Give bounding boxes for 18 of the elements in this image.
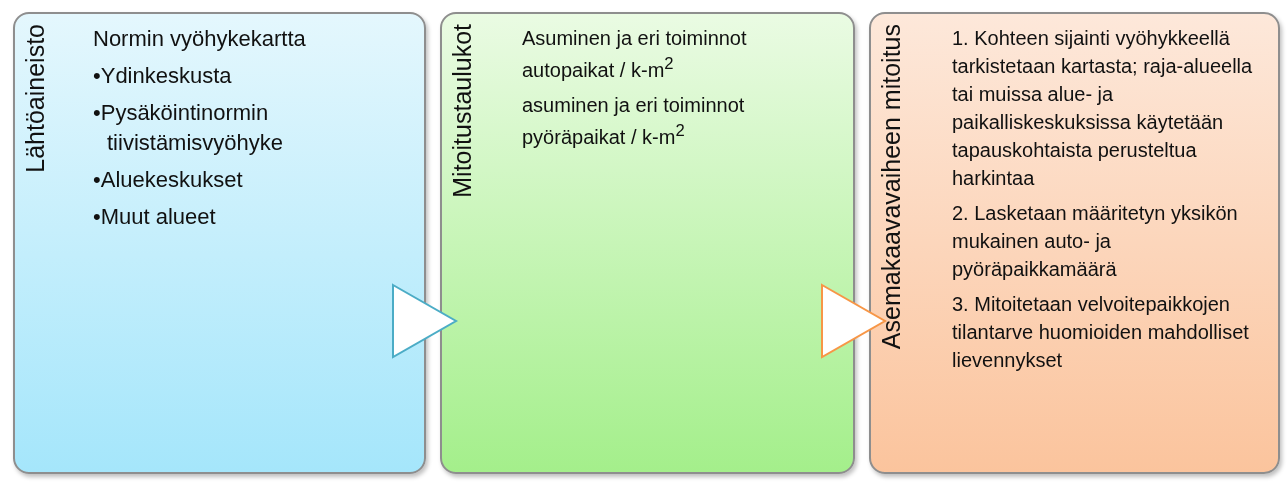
stage-panel [869, 12, 1280, 474]
step-text: asuminen ja eri toiminnot pyöräpaikat / k-m$^{2}$ [522, 92, 746, 150]
bullet-item: •Muut alueet [93, 202, 217, 231]
step-text: Asuminen ja eri toiminnot autopaikat / k-m$^{2}$ [522, 26, 748, 83]
stage-title: Asemakaavavaiheen mitoitus [879, 24, 904, 350]
chevron-arrow [821, 283, 887, 359]
stage-panel [440, 12, 855, 474]
bullet-item: •Aluekeskukset [93, 165, 244, 194]
bullet-item: •Ydinkeskusta [93, 61, 233, 90]
stage-title: Mitoitustaulukot [450, 24, 475, 198]
stage-panel [13, 12, 426, 474]
step-text: 1. Kohteen sijainti vyöhykkeellä tarkistetaan kartasta; raja-alueella tai muissa alue- ja paikalliskeskuksissa käytetään tapauskohtaista perusteltua harkintaa [952, 26, 1254, 191]
bullet-item: •Pysäköintinormin tiivistämisvyöhyke [93, 98, 285, 157]
heading: Normin vyöhykekartta [93, 25, 307, 53]
stage-title: Lähtöaineisto [23, 24, 48, 173]
chevron-arrow [392, 283, 458, 359]
step-text: 2. Lasketaan määritetyn yksikön mukainen auto- ja pyöräpaikkamäärä [952, 201, 1239, 282]
step-text: 3. Mitoitetaan velvoitepaikkojen tilantarve huomioiden mahdolliset lievennykset [952, 292, 1250, 373]
